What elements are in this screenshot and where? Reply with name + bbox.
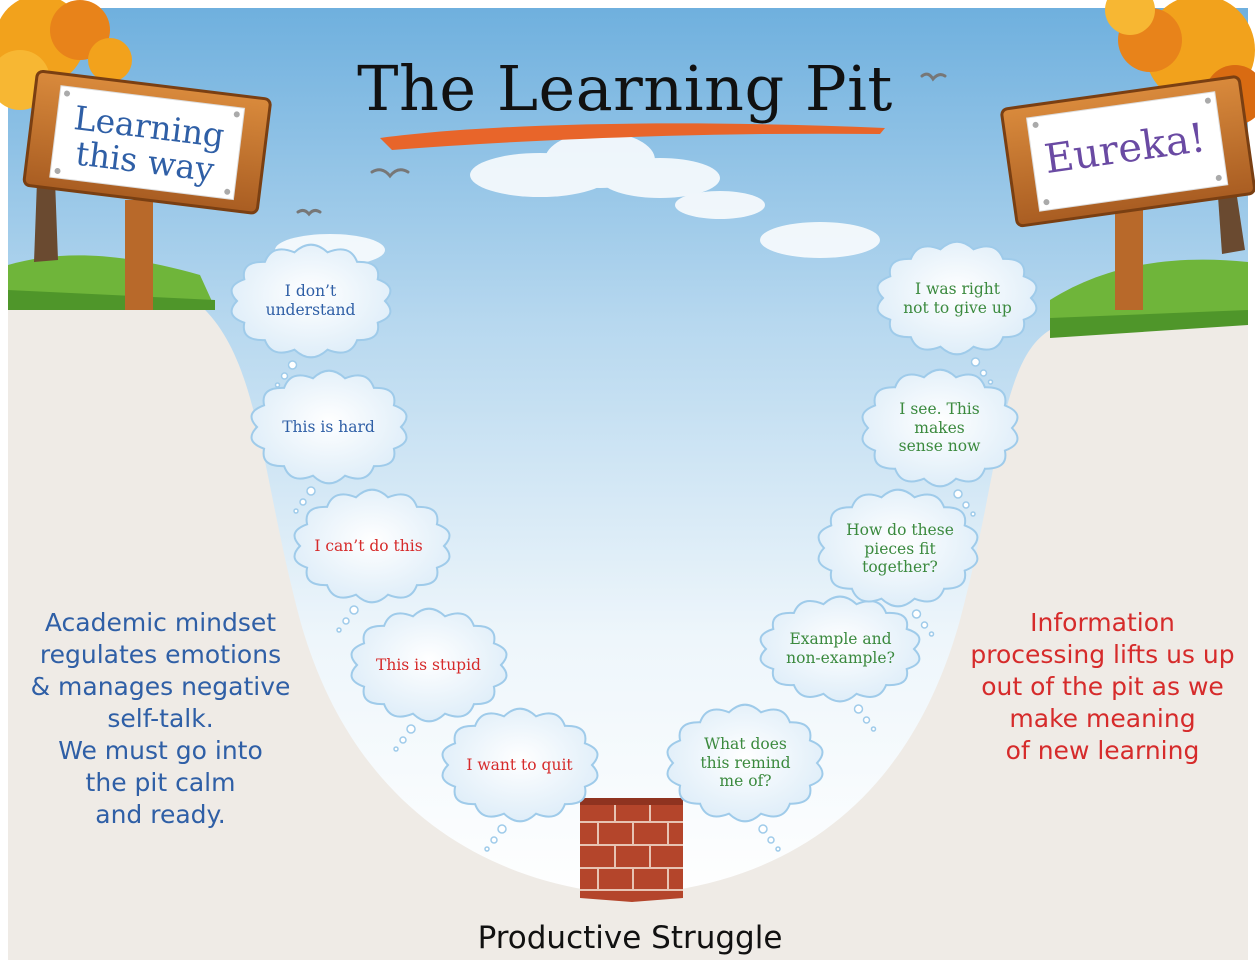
cloud-down-2	[250, 369, 408, 514]
thought-up-4: I see. This makes sense now	[898, 399, 981, 456]
cloud-tail-bubble	[306, 486, 316, 496]
cloud-tail-bubble	[490, 836, 498, 844]
page-title: The Learning Pit	[357, 52, 893, 125]
cloud-tail-bubble	[853, 704, 864, 714]
thought-down-4: This is stupid	[376, 655, 481, 674]
thought-down-1: I don’t understand	[265, 282, 356, 319]
cloud-tail-bubble	[274, 382, 281, 388]
sign-left	[22, 69, 272, 310]
cloud-up-5	[876, 240, 1038, 385]
cloud-up-2	[759, 595, 921, 732]
cloud-tail-bubble	[399, 736, 407, 744]
cloud-tail-bubble	[299, 498, 307, 506]
cloud-tail-bubble	[920, 621, 929, 629]
cloud-up-3	[817, 488, 979, 637]
thought-up-1: What does this remind me of?	[700, 734, 791, 791]
cloud-down-4	[350, 607, 508, 752]
cloud-tail-bubble	[979, 369, 988, 377]
cloud-up-4	[861, 368, 1019, 517]
thought-up-2: Example and non-example?	[786, 630, 895, 667]
cloud-tail-bubble	[767, 836, 775, 844]
cloud-shape	[293, 488, 451, 604]
cloud-tail-bubble	[406, 724, 416, 734]
cloud-tail-bubble	[970, 511, 976, 517]
cloud-shape	[861, 368, 1019, 488]
cloud-down-3	[293, 488, 451, 633]
cloud-tail-bubble	[928, 631, 935, 637]
cloud-tail-bubble	[484, 846, 490, 852]
cloud-tail-bubble	[342, 617, 350, 625]
cloud-tail-bubble	[987, 379, 994, 385]
thought-down-5: I want to quit	[466, 755, 573, 774]
thought-up-3: How do these pieces fit together?	[846, 520, 954, 577]
cloud-shape	[350, 607, 508, 723]
tree-right	[1105, 0, 1255, 254]
cloud-tail-bubble	[953, 489, 963, 499]
cloud-tail-bubble	[293, 508, 299, 514]
cloud-tail-bubble	[970, 357, 981, 367]
cloud-tail-bubble	[775, 846, 781, 852]
sign-right	[1000, 75, 1255, 310]
cloud-tail-bubble	[758, 824, 768, 834]
thought-clouds	[230, 240, 1038, 852]
productive-struggle-label: Productive Struggle	[477, 920, 783, 956]
cloud-shape	[250, 369, 408, 485]
cloud-down-5	[441, 707, 599, 852]
thought-down-2: This is hard	[282, 417, 375, 436]
cloud-tail-bubble	[911, 609, 922, 619]
thought-up-5: I was right not to give up	[903, 280, 1012, 317]
cloud-up-1	[666, 703, 824, 852]
cloud-shape	[759, 595, 921, 703]
cloud-tail-bubble	[280, 372, 289, 380]
cloud-tail-bubble	[349, 605, 359, 615]
cloud-shape	[876, 240, 1038, 356]
cloud-tail-bubble	[393, 746, 399, 752]
pit-ground	[8, 305, 1248, 960]
thought-down-3: I can’t do this	[314, 536, 423, 555]
academic-mindset-text: Academic mindset regulates emotions & ma…	[30, 608, 291, 829]
title-underline	[380, 123, 885, 150]
cloud-shape	[666, 703, 824, 823]
cloud-tail-bubble	[497, 824, 507, 834]
cloud-tail-bubble	[962, 501, 970, 509]
cloud-shape	[441, 707, 599, 823]
cloud-down-1	[230, 243, 392, 388]
brick-chimney	[580, 798, 683, 902]
cloud-tail-bubble	[870, 726, 877, 732]
birds	[296, 72, 947, 217]
cloud-tail-bubble	[336, 627, 342, 633]
information-processing-text: Information processing lifts us up out o…	[970, 608, 1235, 765]
cloud-shape	[230, 243, 392, 359]
cloud-shape	[817, 488, 979, 608]
cloud-tail-bubble	[862, 716, 871, 724]
background-clouds	[275, 132, 880, 266]
cloud-tail-bubble	[287, 360, 298, 370]
